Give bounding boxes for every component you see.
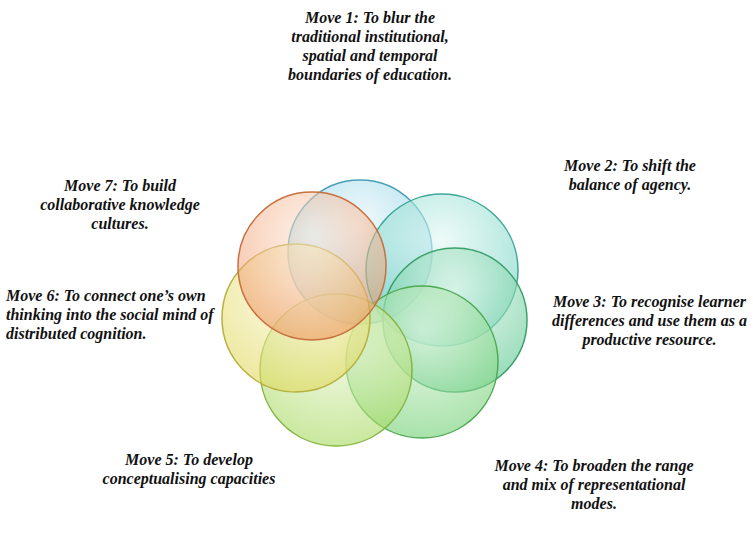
circle-move-7	[238, 192, 386, 340]
move-label: Move 4: To broaden the range and mix of …	[484, 456, 704, 513]
move-label: Move 1: To blur the traditional institut…	[272, 8, 468, 84]
move-label: Move 2: To shift the balance of agency.	[540, 156, 720, 194]
move-label: Move 3: To recognise learner differences…	[552, 292, 747, 349]
move-label: Move 7: To build collaborative knowledge…	[32, 176, 208, 233]
move-label: Move 5: To develop conceptualising capac…	[78, 450, 300, 488]
move-label: Move 6: To connect one’s own thinking in…	[6, 286, 224, 343]
